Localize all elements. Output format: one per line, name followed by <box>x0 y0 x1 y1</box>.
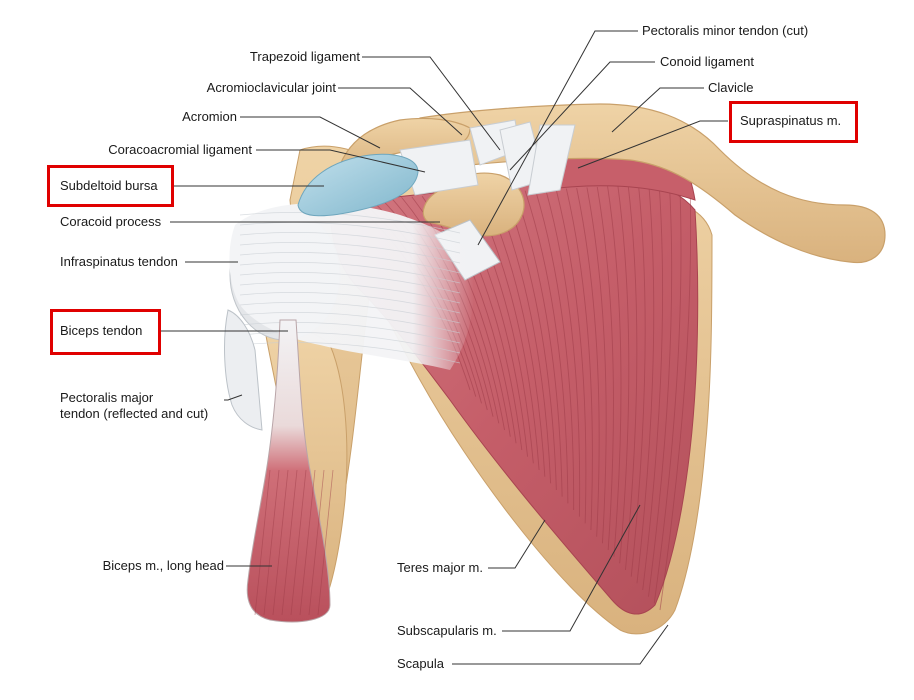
tendon-striations <box>239 212 461 364</box>
biceps-long-head <box>246 319 331 623</box>
subdeltoid-bursa <box>297 153 419 217</box>
label-supraspinatus: Supraspinatus m. <box>740 113 842 128</box>
biceps-fibers <box>254 469 334 616</box>
label-pectoralis-major-line1: Pectoralis major <box>60 390 154 405</box>
ligaments <box>399 119 576 196</box>
label-acromion: Acromion <box>182 109 237 124</box>
label-biceps-long-head: Biceps m., long head <box>102 558 224 573</box>
highlight-subdeltoid-bursa <box>47 165 174 207</box>
label-pectoralis-major-line2: tendon (reflected and cut) <box>60 406 209 421</box>
label-coracoid-process: Coracoid process <box>60 214 162 229</box>
label-pectoralis-minor-tendon: Pectoralis minor tendon (cut) <box>642 23 809 38</box>
label-subdeltoid-bursa: Subdeltoid bursa <box>60 178 158 193</box>
pectoralis-major-tendon <box>224 309 263 431</box>
label-trapezoid-ligament: Trapezoid ligament <box>249 49 360 64</box>
label-acromioclavicular-joint: Acromioclavicular joint <box>206 80 336 95</box>
label-teres-major: Teres major m. <box>397 560 483 575</box>
highlight-biceps-tendon <box>50 309 161 355</box>
highlight-supraspinatus <box>729 101 858 143</box>
label-subscapularis: Subscapularis m. <box>397 623 497 638</box>
label-clavicle: Clavicle <box>708 80 754 95</box>
label-scapula: Scapula <box>397 656 444 671</box>
label-biceps-tendon: Biceps tendon <box>60 323 143 338</box>
label-conoid-ligament: Conoid ligament <box>660 54 754 69</box>
label-infraspinatus-tendon: Infraspinatus tendon <box>60 254 178 269</box>
leader-lines <box>160 30 728 665</box>
label-coracoacromial-ligament: Coracoacromial ligament <box>108 142 252 157</box>
